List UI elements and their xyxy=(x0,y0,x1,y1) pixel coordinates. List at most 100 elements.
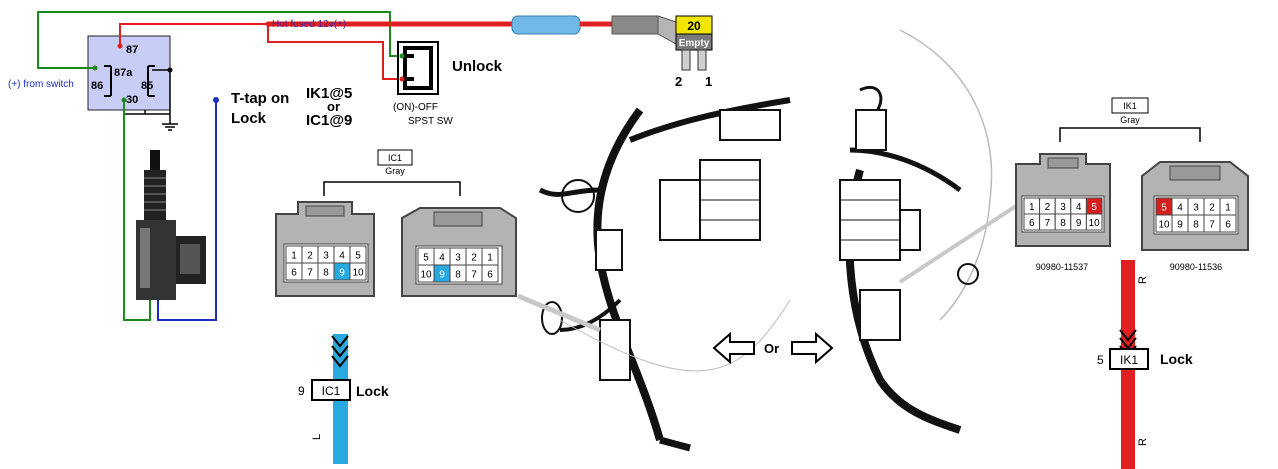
ik1-right-pin-cell xyxy=(1219,214,1237,233)
ic1-right-pin-label: 8 xyxy=(455,270,461,281)
ik1-left-pin-label: 3 xyxy=(1060,202,1066,213)
ic1-right-pin-label: 6 xyxy=(487,270,493,281)
inline-fuse-holder xyxy=(511,15,581,35)
ic1-left-pin-label: 7 xyxy=(307,268,313,279)
hot-fused-label: Hot fused 12v(+) xyxy=(272,19,346,30)
ic1-right-pin-label: 1 xyxy=(487,253,493,264)
relay-body xyxy=(87,35,171,111)
ic1-left-pin-cell xyxy=(349,262,367,281)
ic1-left-pin-label: 4 xyxy=(339,251,345,262)
relay-section: 87 87a 86 85 30 (+) from switch xyxy=(8,35,178,131)
ic1-color: Gray xyxy=(385,166,405,176)
ground-icon xyxy=(162,123,178,131)
ic1-right-pin-label: 7 xyxy=(471,270,477,281)
ik1-right-pin-label: 9 xyxy=(1177,220,1183,231)
ik1-left-pin-label: 5 xyxy=(1091,202,1097,213)
relay-pin-87a: 87a xyxy=(114,67,133,79)
ttap-text: T-tap on Lock IK1@5 or IC1@9 xyxy=(231,85,352,129)
ik1-right-pin-label: 4 xyxy=(1177,203,1183,214)
ttap-line1: T-tap on xyxy=(231,90,289,107)
ic1-left-pin-label: 6 xyxy=(291,268,297,279)
ic1-right-pin-label: 9 xyxy=(439,270,445,281)
ik1-left-pin-label: 8 xyxy=(1060,218,1066,229)
ik1-color: Gray xyxy=(1120,115,1140,125)
ic1-right-pin-label: 3 xyxy=(455,253,461,264)
or-label: Or xyxy=(764,341,779,356)
ic1-left-pin-label: 1 xyxy=(291,251,297,262)
ik1-left-pin-label: 9 xyxy=(1076,218,1082,229)
ic1-wire-color-code: L xyxy=(311,434,323,440)
green-wire-30 xyxy=(123,100,151,321)
ik1-wire-color-code-top: R xyxy=(1137,276,1149,284)
blue-ttap-wire xyxy=(157,100,217,321)
spst-switch: Unlock (ON)-OFF SPST SW xyxy=(393,41,503,127)
ik1-left-pin-cell xyxy=(1085,213,1103,231)
ic1-left-pin-label: 9 xyxy=(339,268,345,279)
relay-pin-86: 86 xyxy=(91,80,103,92)
wires: Hot fused 12v(+) 20 Empty 2 1 xyxy=(37,11,713,321)
ic1-right-pin-label: 10 xyxy=(420,270,432,281)
ik1-wire-name: Lock xyxy=(1160,351,1193,367)
ik1-left-part-number: 90980-11537 xyxy=(1036,262,1088,272)
ik1-left-pin-label: 6 xyxy=(1029,218,1035,229)
fuse-empty-label: Empty xyxy=(679,38,710,49)
ik1-right-pin-label: 1 xyxy=(1225,203,1231,214)
relay-pin-30: 30 xyxy=(126,94,138,106)
ik1-left-pin-label: 4 xyxy=(1076,202,1082,213)
ic1-left-pin-label: 3 xyxy=(323,251,329,262)
red-wire-87 xyxy=(119,23,402,80)
ik1-right-pin-label: 7 xyxy=(1209,220,1215,231)
dashboard-harness-left xyxy=(517,97,791,452)
ik1-wire-label: IK1 xyxy=(1120,353,1138,367)
dashboard-harness-right xyxy=(839,29,1018,434)
ik1-left-pin-label: 10 xyxy=(1089,218,1101,229)
ik1-left-pin-label: 1 xyxy=(1029,202,1035,213)
ik1-title: IK1 xyxy=(1123,101,1137,111)
ik1-wire-color-code-bottom: R xyxy=(1137,438,1149,446)
ic1-left-pin-label: 10 xyxy=(352,268,364,279)
ic1-wire-pin: 9 xyxy=(298,384,305,398)
ik1-right-pin-label: 5 xyxy=(1161,203,1167,214)
arrow-right-icon xyxy=(791,331,834,365)
ik1-right-pin-label: 3 xyxy=(1193,203,1199,214)
ik1-right-pin-label: 10 xyxy=(1158,220,1170,231)
ik1-left-pin-label: 7 xyxy=(1045,218,1051,229)
ic1-right-pin-cell xyxy=(481,264,499,283)
switch-spst-label: SPST SW xyxy=(408,116,453,127)
or-arrows: Or xyxy=(712,331,834,365)
fuse-value: 20 xyxy=(687,19,701,33)
ic1-title: IC1 xyxy=(388,153,402,163)
ttap-line2: Lock xyxy=(231,110,267,127)
from-switch-label: (+) from switch xyxy=(8,79,74,90)
ic1-right-pin-label: 4 xyxy=(439,253,445,264)
fuse-tap-body xyxy=(611,15,659,35)
ic1-wire-name: Lock xyxy=(356,383,389,399)
ic1-right-pin-label: 2 xyxy=(471,253,477,264)
switch-on-off-label: (ON)-OFF xyxy=(393,102,438,113)
ik1-right-pin-label: 2 xyxy=(1209,203,1215,214)
lock-actuator-icon xyxy=(136,150,206,300)
ttap-option-ik1: IK1@5 xyxy=(306,85,352,102)
arrow-left-icon xyxy=(712,331,755,365)
ik1-wire-pin: 5 xyxy=(1097,353,1104,367)
ic1-left-pin-label: 5 xyxy=(355,251,361,262)
ik1-right-part-number: 90980-11536 xyxy=(1170,262,1222,272)
ik1-left-pin-label: 2 xyxy=(1045,202,1051,213)
ttap-or: or xyxy=(327,99,340,114)
green-wire-86 xyxy=(37,11,402,69)
fuse-terminal-2: 2 xyxy=(675,74,682,89)
ttap-option-ic1: IC1@9 xyxy=(306,112,352,129)
ic1-left-pin-label: 8 xyxy=(323,268,329,279)
fuse-terminal-1: 1 xyxy=(705,74,712,89)
ic1-wire-label: IC1 xyxy=(322,384,341,398)
ik1-right-pin-label: 8 xyxy=(1193,220,1199,231)
relay-pin-87: 87 xyxy=(126,44,138,56)
switch-unlock-label: Unlock xyxy=(452,58,503,75)
